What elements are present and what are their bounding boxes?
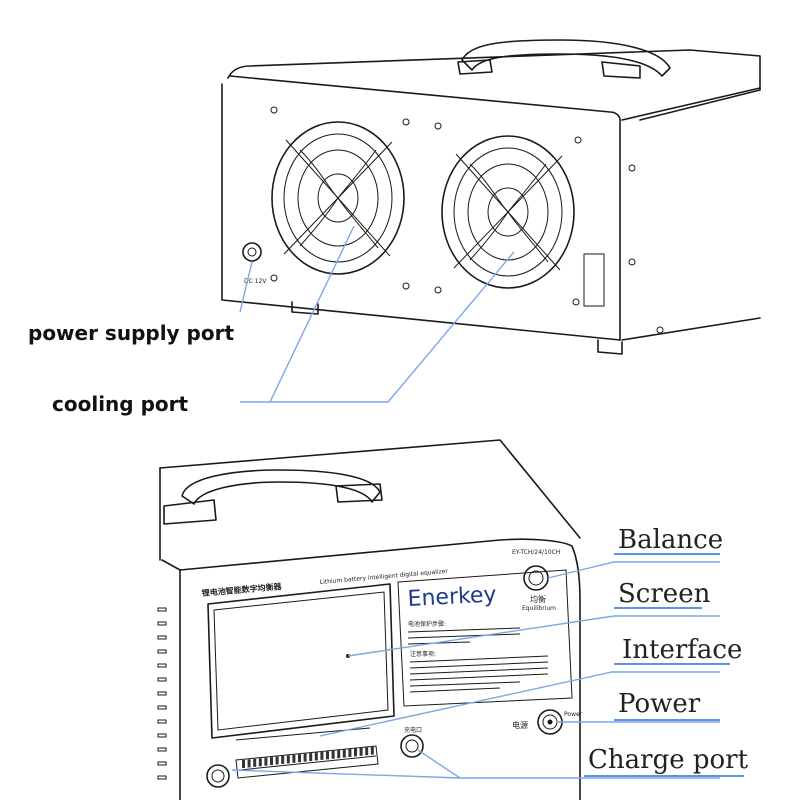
interface-pin (253, 758, 257, 767)
interface-pin (331, 750, 335, 759)
interface-pin (314, 752, 318, 761)
interface-pin (281, 755, 285, 764)
rear-device: DC 12V power supply port cooling port (28, 39, 761, 416)
info-panel: Enerkey 电池保护步骤: 注意事项: (397, 569, 573, 707)
interface-pin (292, 754, 296, 763)
interface-pin (342, 749, 346, 758)
panel-title-cn: 锂电池智能数字均衡器 (201, 581, 283, 598)
balance-label-cn: 均衡 (530, 594, 546, 604)
cooling-port-label: cooling port (52, 392, 188, 416)
balance-callout: Balance (618, 525, 723, 555)
power-supply-port-label: power supply port (28, 321, 234, 345)
screen-callout: Screen (618, 579, 711, 609)
brand-logo: Enerkey (407, 582, 497, 612)
interface-pin (309, 753, 313, 762)
info-heading: 电池保护步骤: (408, 620, 446, 628)
charge-label-cn: 充电口 (404, 726, 422, 734)
side-vents (157, 607, 167, 780)
cooling-fan-left (271, 121, 405, 275)
interface-pin (348, 748, 352, 757)
cooling-fan-right (441, 135, 575, 289)
interface-pin (286, 755, 290, 764)
lcd-screen (207, 583, 395, 739)
interface-pin (298, 754, 301, 763)
notice-heading: 注意事项: (410, 650, 436, 658)
balance-label-en: Equilibrium (522, 605, 556, 612)
interface-pin (264, 757, 268, 766)
interface-pin (320, 751, 324, 760)
interface-pin (337, 750, 341, 759)
interface-pin (258, 758, 262, 767)
power-label-cn: 电源 (512, 720, 528, 730)
interface-pin (247, 759, 251, 768)
charge-port-right[interactable]: 充电口 (400, 726, 424, 758)
interface-pin (275, 756, 279, 765)
charge-port-left[interactable] (206, 764, 230, 788)
power-label-en: Power (564, 711, 583, 718)
interface-callout: Interface (622, 635, 742, 665)
interface-pin (359, 747, 363, 756)
dc-port-label: DC 12V (244, 278, 267, 285)
interface-pin (242, 760, 245, 768)
model-number: EY-TCH/24/10CH (512, 549, 560, 556)
interface-pin (365, 747, 369, 756)
power-callout: Power (618, 689, 701, 719)
dc-power-port: DC 12V (242, 242, 267, 285)
charge-port-callout: Charge port (588, 745, 749, 775)
power-switch[interactable]: 电源 Power (512, 709, 583, 735)
interface-pin (326, 751, 329, 760)
interface-pin (370, 746, 374, 755)
panel-title-en: Lithium battery intelligent digital equa… (320, 568, 449, 586)
balance-interface-strip (235, 727, 379, 779)
interface-pin (354, 748, 357, 757)
interface-pin (270, 757, 273, 766)
interface-pin (303, 753, 307, 762)
front-device: 锂电池智能数字均衡器 Lithium battery intelligent d… (157, 439, 749, 800)
